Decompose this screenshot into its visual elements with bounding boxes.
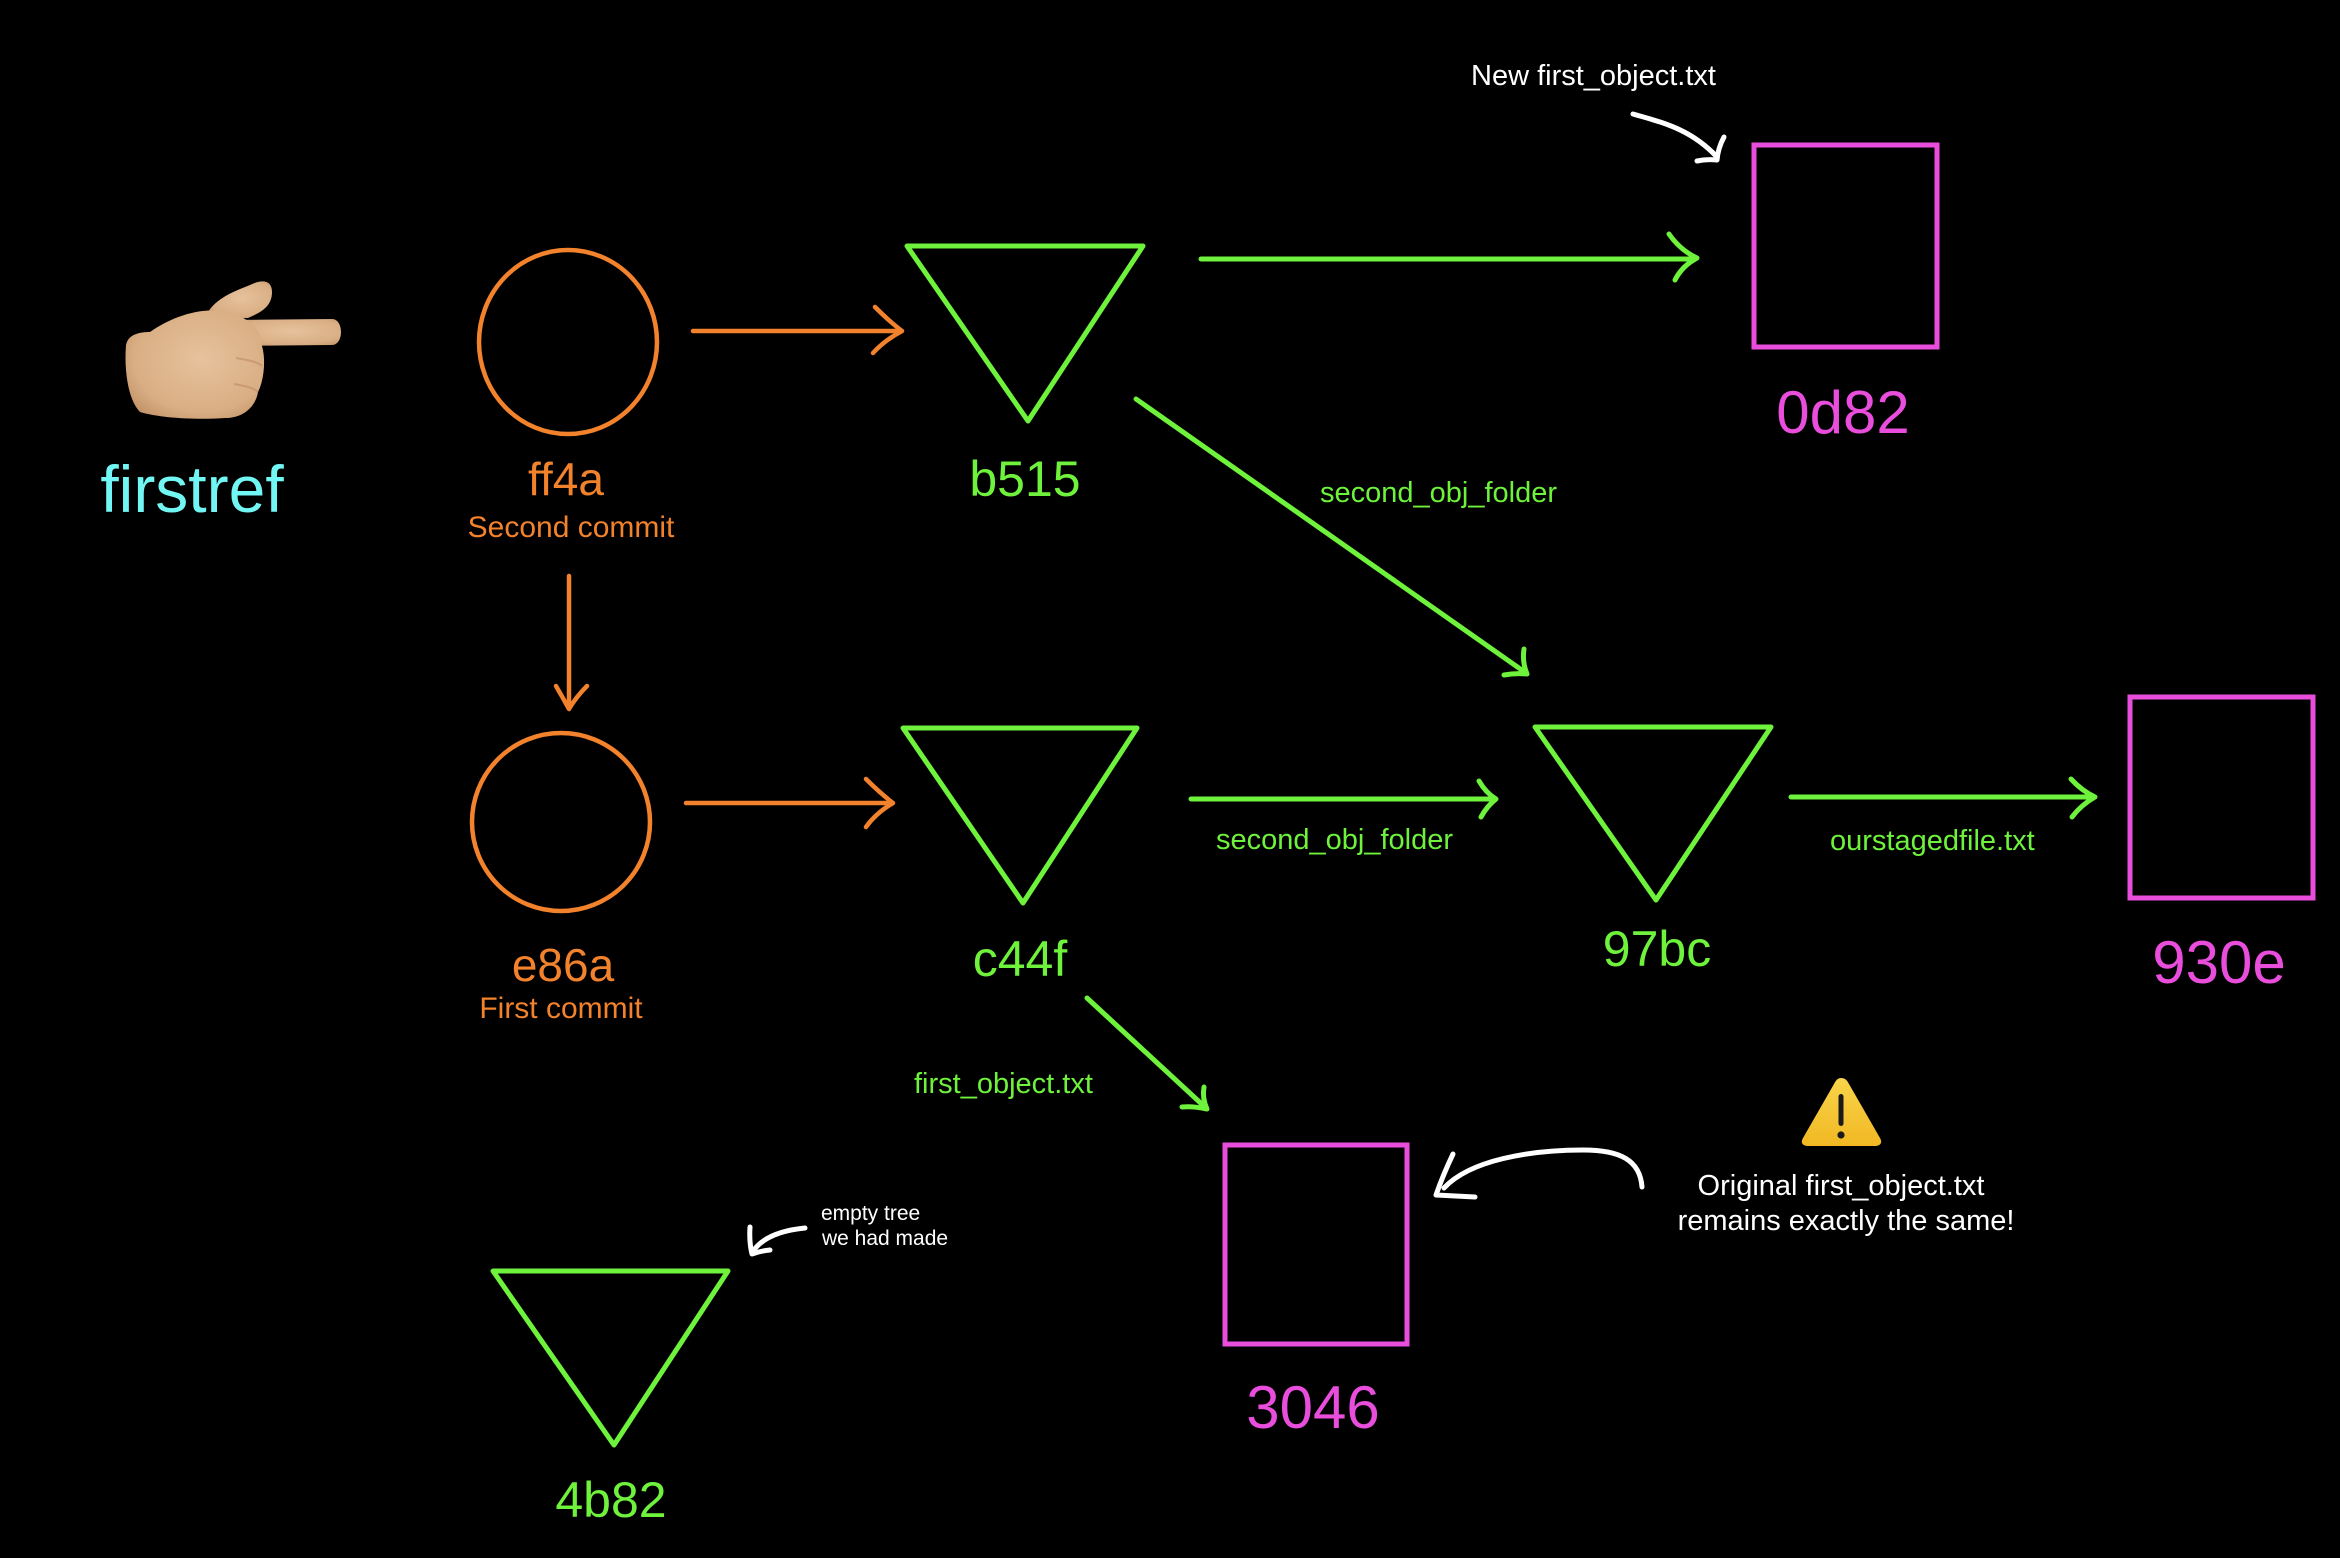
tree-node-4b82[interactable]: 4b82	[490, 1268, 731, 1528]
annotation-empty-tree: empty tree we had made	[747, 1202, 948, 1257]
blob-box	[1751, 142, 1940, 350]
blob-id: 930e	[2152, 929, 2285, 996]
pointing-hand-icon	[125, 281, 341, 419]
blob-id: 0d82	[1776, 379, 1909, 446]
arrow-head	[553, 683, 590, 712]
arrow-head	[1666, 231, 1700, 283]
ref-label: firstref	[100, 452, 284, 526]
arrow-head	[1501, 646, 1530, 678]
tree-node-c44f[interactable]: c44f	[900, 725, 1140, 987]
edge-c44f-3046: first_object.txt	[914, 995, 1210, 1112]
blob-node-3046[interactable]: 3046	[1222, 1142, 1410, 1441]
tree-triangle	[490, 1268, 731, 1448]
annotation-text-line2: remains exactly the same!	[1678, 1205, 2015, 1237]
arrow-head	[2068, 776, 2098, 820]
blob-node-930e[interactable]: 930e	[2127, 694, 2316, 996]
annotation-text: New first_object.txt	[1471, 60, 1716, 92]
annotation-arrow-head	[1694, 134, 1727, 164]
warning-icon	[1801, 1078, 1882, 1146]
annotation-text-line1: empty tree	[821, 1202, 920, 1225]
annotation-original-blob: Original first_object.txt remains exactl…	[1433, 1078, 2015, 1237]
tree-node-97bc[interactable]: 97bc	[1532, 724, 1774, 977]
edge-ff4a-b515	[690, 304, 905, 356]
ref-node[interactable]: firstref	[100, 281, 341, 526]
commit-message: Second commit	[468, 511, 675, 544]
tree-id: 4b82	[555, 1472, 666, 1528]
commit-circle	[476, 247, 660, 437]
commit-id: e86a	[512, 939, 615, 991]
edge-label: ourstagedfile.txt	[1830, 825, 2035, 857]
commit-node-e86a[interactable]: e86a First commit	[469, 730, 653, 1025]
arrow-head	[1179, 1084, 1210, 1112]
annotation-arrow	[1630, 111, 1720, 160]
edge-c44f-97bc: second_obj_folder	[1188, 778, 1499, 856]
tree-node-b515[interactable]: b515	[904, 243, 1146, 507]
tree-triangle	[1532, 724, 1774, 903]
commit-id: ff4a	[528, 453, 604, 505]
tree-id: c44f	[973, 931, 1068, 987]
tree-id: 97bc	[1603, 921, 1711, 977]
edge-97bc-930e: ourstagedfile.txt	[1788, 776, 2098, 857]
tree-triangle	[904, 243, 1146, 424]
edge-label: second_obj_folder	[1216, 824, 1453, 856]
blob-id: 3046	[1246, 1374, 1379, 1441]
annotation-arrow-head	[1433, 1151, 1478, 1200]
annotation-new-blob: New first_object.txt	[1471, 60, 1727, 164]
edge-b515-97bc: second_obj_folder	[1133, 396, 1557, 678]
arrow-line	[1084, 995, 1209, 1111]
annotation-text-line2: we had made	[821, 1227, 948, 1250]
edge-e86a-c44f	[683, 776, 896, 830]
commit-circle	[469, 730, 653, 914]
commit-message: First commit	[479, 992, 643, 1025]
edge-b515-0d82	[1198, 231, 1700, 283]
arrow-line	[1133, 396, 1529, 676]
edge-label: second_obj_folder	[1320, 477, 1557, 509]
commit-node-ff4a[interactable]: ff4a Second commit	[468, 247, 675, 544]
edge-ff4a-e86a	[553, 573, 590, 712]
tree-id: b515	[969, 451, 1080, 507]
arrow-head	[870, 304, 905, 356]
tree-triangle	[900, 725, 1140, 906]
arrow-head	[863, 776, 896, 830]
blob-box	[2127, 694, 2316, 901]
annotation-arrow	[749, 1225, 808, 1256]
annotation-text-line1: Original first_object.txt	[1698, 1170, 1985, 1202]
blob-node-0d82[interactable]: 0d82	[1751, 142, 1940, 446]
blob-box	[1222, 1142, 1410, 1347]
annotation-arrow-head	[747, 1224, 773, 1257]
annotation-arrow	[1441, 1147, 1645, 1191]
arrow-head	[1476, 778, 1499, 820]
edge-label: first_object.txt	[914, 1068, 1093, 1100]
